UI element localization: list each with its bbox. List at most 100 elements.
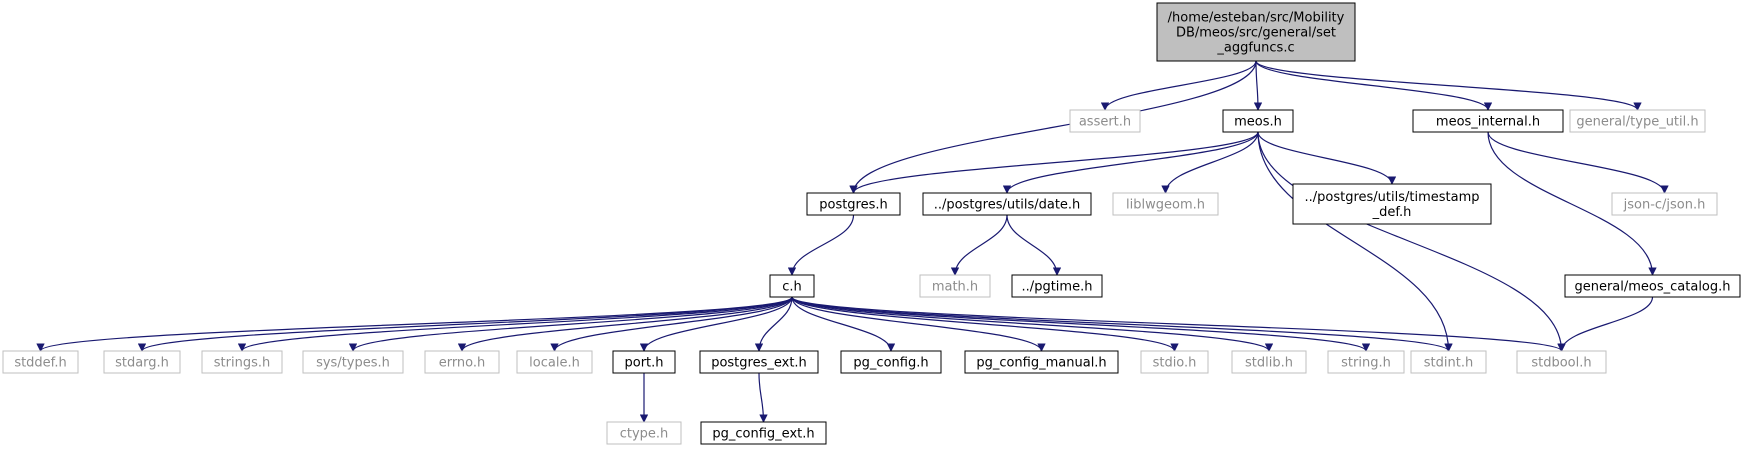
edge-root-to-meos [1253, 60, 1263, 111]
edge-root-to-type_util [1255, 60, 1642, 111]
node-strings: strings.h [201, 350, 283, 374]
node-box [606, 421, 682, 445]
node-label: ../pgtime.h [1022, 280, 1093, 295]
edge-meos_catalog-to-stdbool [1557, 296, 1654, 352]
node-port[interactable]: port.h [612, 350, 676, 374]
edge-c-to-stddef [36, 296, 793, 352]
node-label: stddef.h [14, 356, 66, 371]
node-box [516, 350, 593, 374]
node-pg-config[interactable]: pg_config.h [840, 350, 942, 374]
node-box [1011, 274, 1103, 298]
edge-c-to-systypes [348, 296, 793, 352]
edge-c-to-stdio [791, 296, 1179, 352]
node-stdlib: stdlib.h [1231, 350, 1307, 374]
edge-c-to-stdarg [138, 296, 793, 352]
node-box [2, 350, 79, 374]
node-box [612, 350, 676, 374]
node-box [840, 350, 942, 374]
node-postgres-ext[interactable]: postgres_ext.h [699, 350, 819, 374]
node-box [1564, 274, 1741, 298]
node-pg-config-ext[interactable]: pg_config_ext.h [700, 421, 827, 445]
node-stddef: stddef.h [2, 350, 79, 374]
edge-postgres-to-c [787, 214, 855, 276]
edge-c-to-locale [550, 296, 793, 352]
node-box [919, 274, 991, 298]
node-ctype: ctype.h [606, 421, 682, 445]
node-label: general/meos_catalog.h [1574, 280, 1730, 295]
node-errno: errno.h [424, 350, 500, 374]
node-box [103, 350, 181, 374]
node-label: string.h [1341, 356, 1391, 371]
node-box [922, 192, 1092, 216]
edge-c-to-postgres_ext [754, 296, 793, 352]
edge-c-to-pg_config_manual [791, 296, 1046, 352]
edge-c-to-stdbool [791, 296, 1566, 352]
node-box [806, 192, 901, 216]
edge-c-to-port [639, 296, 793, 352]
node-label: meos.h [1234, 115, 1282, 130]
node-box [1222, 109, 1294, 133]
node-label: general/type_util.h [1576, 115, 1698, 130]
edge-root-to-assert [1100, 60, 1257, 111]
node-box [964, 350, 1119, 374]
node-label: meos_internal.h [1436, 115, 1540, 130]
node-type-util: general/type_util.h [1569, 109, 1706, 133]
node-date[interactable]: ../postgres/utils/date.h [922, 192, 1092, 216]
node-assert: assert.h [1069, 109, 1141, 133]
edge-meos-to-liblwgeom [1161, 131, 1259, 194]
node-stdbool: stdbool.h [1516, 350, 1607, 374]
edge-c-to-pg_config [791, 296, 896, 352]
node-label: ../postgres/utils/date.h [934, 198, 1081, 213]
node-label: ../postgres/utils/timestamp [1304, 190, 1479, 205]
node-box [1410, 350, 1487, 374]
node-box [1569, 109, 1706, 133]
node-box [699, 350, 819, 374]
node-label: postgres.h [819, 198, 888, 213]
node-label: /home/esteban/src/Mobility [1168, 11, 1345, 26]
nodes-layer: /home/esteban/src/MobilityDB/meos/src/ge… [2, 2, 1741, 445]
node-label: stdarg.h [115, 356, 169, 371]
node-box [1112, 192, 1219, 216]
node-json: json-c/json.h [1611, 192, 1718, 216]
edge-root-to-meos_internal [1255, 60, 1493, 111]
node-label: assert.h [1079, 115, 1131, 130]
node-box [424, 350, 500, 374]
node-math: math.h [919, 274, 991, 298]
node-label: pg_config_ext.h [712, 427, 814, 442]
node-meos-internal[interactable]: meos_internal.h [1412, 109, 1564, 133]
node-stdarg: stdarg.h [103, 350, 181, 374]
edge-meos_internal-to-json [1487, 131, 1669, 194]
node-label: stdbool.h [1531, 356, 1591, 371]
node-label: postgres_ext.h [711, 356, 807, 371]
node-string: string.h [1327, 350, 1405, 374]
node-label: port.h [624, 356, 663, 371]
node-box [302, 350, 404, 374]
node-label: stdint.h [1424, 356, 1473, 371]
node-label: DB/meos/src/general/set [1176, 26, 1336, 41]
node-c[interactable]: c.h [769, 274, 815, 298]
edge-c-to-strings [237, 296, 793, 352]
node-timestamp-def[interactable]: ../postgres/utils/timestamp_def.h [1292, 183, 1492, 225]
node-box [769, 274, 815, 298]
node-meos-catalog[interactable]: general/meos_catalog.h [1564, 274, 1741, 298]
node-label: math.h [932, 280, 978, 295]
node-meos[interactable]: meos.h [1222, 109, 1294, 133]
node-box [1327, 350, 1405, 374]
edge-meos-to-stdint [1257, 131, 1453, 352]
edge-date-to-pgtime [1006, 214, 1062, 276]
node-label: json-c/json.h [1623, 198, 1706, 213]
edge-postgres_ext-to-pg_config_ext [758, 372, 768, 423]
node-postgres[interactable]: postgres.h [806, 192, 901, 216]
edge-meos-to-stdbool [1257, 131, 1566, 352]
node-box [700, 421, 827, 445]
node-box [201, 350, 283, 374]
node-pg-config-manual[interactable]: pg_config_manual.h [964, 350, 1119, 374]
node-label: pg_config_manual.h [976, 356, 1106, 371]
node-box [1140, 350, 1209, 374]
node-pgtime[interactable]: ../pgtime.h [1011, 274, 1103, 298]
node-label: stdlib.h [1245, 356, 1293, 371]
edge-c-to-stdlib [791, 296, 1274, 352]
node-box [1412, 109, 1564, 133]
edge-c-to-stdint [791, 296, 1453, 352]
edge-c-to-string [791, 296, 1371, 352]
